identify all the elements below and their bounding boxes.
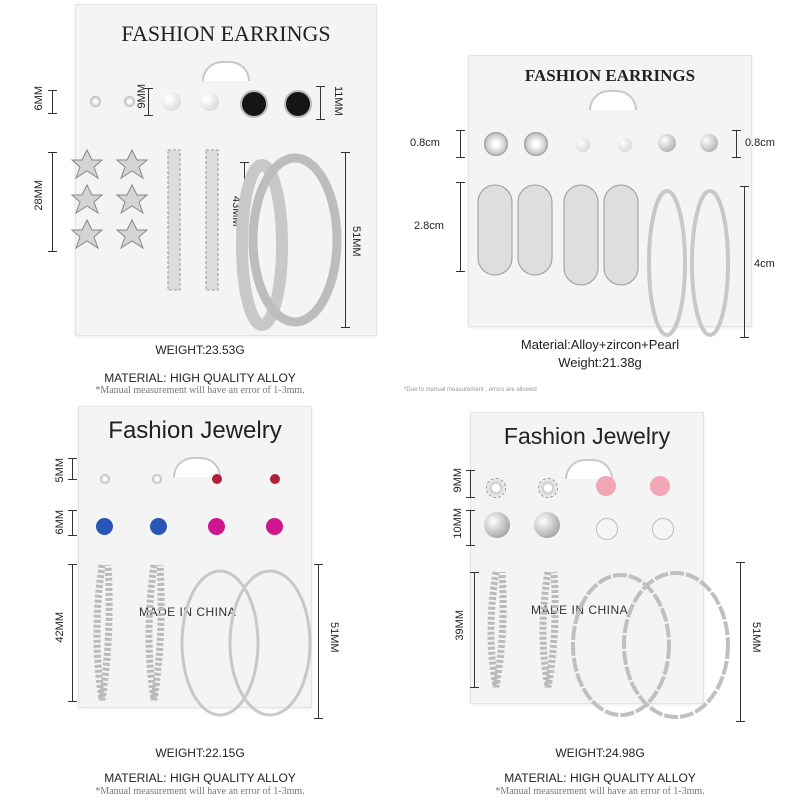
dim-label: 9MM xyxy=(452,468,464,493)
pearl-icon xyxy=(618,138,632,152)
card-title: FASHION EARRINGS xyxy=(121,21,331,46)
red-stud-earring-icon xyxy=(270,474,280,484)
black-stud-earring-icon xyxy=(240,90,268,118)
dim-label: 6MM xyxy=(33,86,45,111)
star-cluster-icon xyxy=(70,148,149,250)
dim-label: 39MM xyxy=(454,610,466,641)
stud-earring-icon xyxy=(484,132,508,156)
pearl-icon xyxy=(200,92,219,111)
flower-stud-earring-icon xyxy=(486,478,506,498)
blue-stud-earring-icon xyxy=(96,518,113,535)
dim-label: 28MM xyxy=(33,180,45,211)
material-text: MATERIAL: HIGH QUALITY ALLOY xyxy=(104,371,296,385)
dim-bracket xyxy=(466,510,475,546)
textured-bar-earring-icon xyxy=(167,149,219,291)
dim-bracket xyxy=(316,86,325,120)
product-panel-1: FASHION EARRINGS 6MM 9MM 11MM 28MM 43MM … xyxy=(0,0,400,400)
card-title: FASHION EARRINGS xyxy=(524,66,696,85)
flower-stud-earring-icon xyxy=(652,518,674,540)
pearl-icon xyxy=(576,138,590,152)
dim-bracket xyxy=(314,564,323,719)
black-stud-earring-icon xyxy=(284,90,312,118)
ball-stud-icon xyxy=(658,134,676,152)
measurement-note: *Manual measurement will have an error o… xyxy=(95,385,305,396)
dim-label: 9MM xyxy=(136,84,148,109)
stud-earring-icon xyxy=(90,96,101,107)
pink-stud-earring-icon xyxy=(650,476,670,496)
material-text: Material:Alloy+zircon+Pearl xyxy=(520,337,680,352)
product-panel-3: Fashion Jewelry MADE IN CHINA 5MM 6MM 42… xyxy=(0,400,400,800)
dim-label: 51MM xyxy=(328,622,340,653)
measurement-note: *Manual measurement will have an error o… xyxy=(495,786,705,797)
display-card: Fashion Jewelry MADE IN CHINA xyxy=(78,406,312,708)
pearl-icon xyxy=(162,92,181,111)
dim-label: 4cm xyxy=(754,258,775,270)
dim-label: 5MM xyxy=(54,458,66,483)
ball-stud-icon xyxy=(484,512,510,538)
dim-label: 2.8cm xyxy=(414,220,444,232)
dim-bracket xyxy=(68,564,77,702)
dim-bracket xyxy=(740,186,749,338)
weight-text: Weight:21.38g xyxy=(558,355,642,370)
dim-bracket xyxy=(144,88,153,116)
dim-label: 10MM xyxy=(452,508,464,539)
card-title: Fashion Jewelry xyxy=(503,423,671,449)
ball-stud-icon xyxy=(700,134,718,152)
silver-hoop-icon xyxy=(571,571,730,719)
textured-hoop-earring-icon xyxy=(93,564,165,701)
dim-label: 6MM xyxy=(54,510,66,535)
dim-label: 51MM xyxy=(350,226,362,257)
pink-stud-earring-icon xyxy=(596,476,616,496)
card-hanger xyxy=(202,61,250,81)
card-hanger xyxy=(589,90,637,110)
magenta-stud-earring-icon xyxy=(266,518,283,535)
dim-bracket xyxy=(736,562,745,722)
dim-bracket xyxy=(456,182,465,272)
stud-earring-icon xyxy=(124,96,135,107)
textured-hoop-earring-icon xyxy=(477,184,639,286)
flower-stud-earring-icon xyxy=(596,518,618,540)
material-text: MATERIAL: HIGH QUALITY ALLOY xyxy=(504,771,696,785)
dim-bracket xyxy=(341,152,350,328)
dim-bracket xyxy=(48,90,57,114)
card-title: Fashion Jewelry xyxy=(108,417,282,444)
silver-hoop-icon xyxy=(647,189,730,337)
magenta-stud-earring-icon xyxy=(208,518,225,535)
dim-label: 51MM xyxy=(750,622,762,653)
dim-bracket xyxy=(466,470,475,498)
dim-label: 11MM xyxy=(332,86,344,116)
product-panel-4: Fashion Jewelry MADE IN CHINA 9MM 10MM 3… xyxy=(400,400,800,800)
stud-earring-icon xyxy=(152,474,162,484)
dim-bracket xyxy=(68,458,77,480)
flower-stud-earring-icon xyxy=(538,478,558,498)
dim-label: 0.8cm xyxy=(745,137,775,149)
stud-earring-icon xyxy=(100,474,110,484)
material-text: MATERIAL: HIGH QUALITY ALLOY xyxy=(104,771,296,785)
weight-text: WEIGHT:24.98G xyxy=(555,746,645,760)
measurement-note: *Due to manual measurement , errors are … xyxy=(404,387,537,393)
dim-bracket xyxy=(456,130,465,158)
dim-label: 42MM xyxy=(54,612,66,643)
stud-earring-icon xyxy=(524,132,548,156)
silver-hoop-icon xyxy=(236,153,342,331)
textured-hoop-earring-icon xyxy=(487,571,559,688)
ball-stud-icon xyxy=(534,512,560,538)
dim-bracket xyxy=(48,152,57,252)
measurement-note: *Manual measurement will have an error o… xyxy=(95,786,305,797)
dim-bracket xyxy=(732,130,741,158)
blue-stud-earring-icon xyxy=(150,518,167,535)
dim-label: 0.8cm xyxy=(410,137,440,149)
weight-text: WEIGHT:23.53G xyxy=(155,343,245,357)
product-panel-2: FASHION EARRINGS 0.8cm 0.8cm 2.8cm 4cm M… xyxy=(400,0,800,400)
silver-hoop-icon xyxy=(180,569,312,717)
weight-text: WEIGHT:22.15G xyxy=(155,746,245,760)
dim-bracket xyxy=(68,510,77,536)
dim-bracket xyxy=(470,572,479,688)
red-stud-earring-icon xyxy=(212,474,222,484)
